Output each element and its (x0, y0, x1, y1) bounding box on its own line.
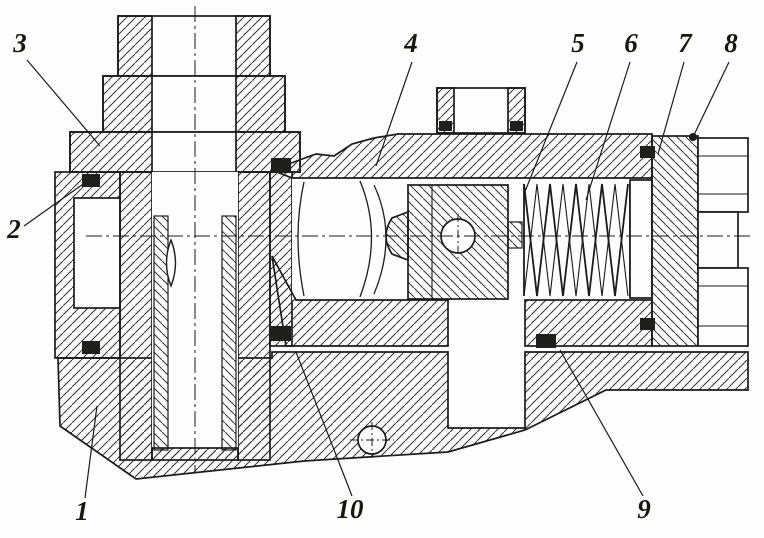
inner-sleeve-wall-right (221, 215, 237, 451)
callout-5: 5 (571, 28, 585, 58)
leader-4 (375, 61, 413, 167)
leader-lines (23, 59, 730, 499)
seat-contour-mid (359, 180, 373, 298)
seal-boss-right (510, 121, 523, 131)
centerlines (86, 6, 752, 472)
callout-7: 7 (678, 28, 693, 58)
seal-column-top (271, 158, 291, 173)
seal-column-bottom (271, 326, 291, 341)
leader-6 (585, 61, 631, 201)
fitting-neck-wall-left (102, 75, 153, 133)
tube-wall-left (119, 171, 153, 461)
poppet-spring-boss (507, 221, 523, 249)
seal-retainer-top (640, 146, 655, 158)
callout-4: 4 (403, 28, 418, 58)
retainer-bushing (651, 135, 699, 347)
tube-wall-right (237, 171, 271, 461)
leader-10 (295, 351, 353, 497)
sleeve-cross-hole (165, 238, 177, 288)
callout-9: 9 (637, 494, 651, 524)
callout-8: 8 (724, 28, 738, 58)
pipe-collar-wall-left (117, 15, 153, 77)
spring-washer (629, 179, 653, 299)
callout-10: 10 (337, 494, 365, 524)
seal-boss-left (439, 121, 452, 131)
leader-3 (26, 59, 101, 147)
fitting-neck-wall-right (235, 75, 286, 133)
leader-8 (692, 61, 730, 138)
leader-1 (84, 405, 98, 499)
seal-port-bottom (536, 334, 556, 348)
seal-retainer-bottom (640, 318, 655, 330)
leader-8-dot (689, 133, 697, 141)
union-nut-groove (73, 197, 121, 309)
pipe-collar-wall-right (235, 15, 271, 77)
callout-6: 6 (624, 28, 638, 58)
callout-1: 1 (75, 496, 89, 526)
leader-2 (23, 181, 87, 227)
callout-2: 2 (6, 214, 21, 244)
seal-nut-top (82, 174, 100, 187)
seal-nut-bottom (82, 341, 100, 354)
fitting-flange-wall-left (69, 131, 153, 173)
callout-3: 3 (12, 28, 27, 58)
leader-5 (523, 61, 578, 195)
seals (82, 121, 655, 354)
hex-plug (697, 137, 749, 347)
leader-7 (657, 61, 685, 155)
seat-contour-outer (297, 181, 305, 297)
inner-sleeve-wall-left (153, 215, 169, 451)
leader-9 (559, 349, 644, 497)
